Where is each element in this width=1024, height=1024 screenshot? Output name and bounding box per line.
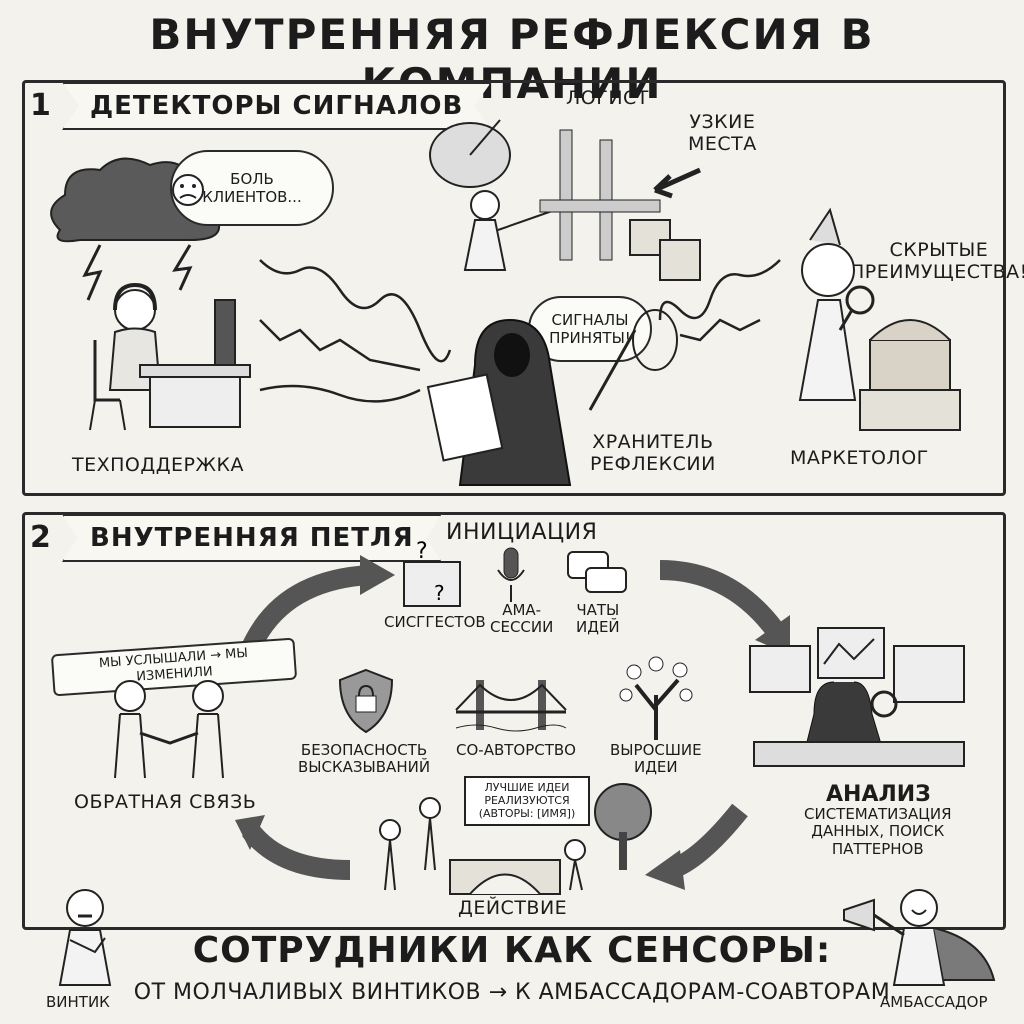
panel-signal-detectors bbox=[22, 80, 1006, 496]
panel-1-heading: ДЕТЕКТОРЫ СИГНАЛОВ bbox=[62, 82, 492, 130]
silent-cog-person-icon bbox=[58, 889, 112, 986]
signal-waves-icon bbox=[259, 259, 781, 403]
logist-label: ЛОГИСТ bbox=[566, 87, 649, 109]
suggests-label: СИСГГЕСТОВ bbox=[384, 613, 486, 631]
svg-text:?: ? bbox=[416, 539, 428, 564]
initiation-label: ИНИЦИАЦИЯ bbox=[446, 520, 598, 545]
ambassador-label: АМБАССАДОР bbox=[880, 993, 988, 1011]
initiation-icons: ? ? bbox=[403, 539, 627, 607]
reflection-keeper-hooded-figure-icon bbox=[426, 309, 678, 486]
footer-subline: ОТ МОЛЧАЛИВЫХ ВИНТИКОВ → К АМБАССАДОРАМ-… bbox=[133, 980, 891, 1005]
safety-label: БЕЗОПАСНОСТЬ ВЫСКАЗЫВАНИЙ bbox=[298, 741, 431, 777]
support-agent-desk-icon bbox=[89, 282, 251, 431]
logist-pipes-scene-icon bbox=[429, 119, 702, 281]
bottlenecks-label: УЗКИЕ МЕСТА bbox=[688, 111, 757, 155]
support-label: ТЕХПОДДЕРЖКА bbox=[72, 454, 244, 476]
pain-thought-bubble: БОЛЬ КЛИЕНТОВ... bbox=[170, 150, 334, 226]
analysis-description: СИСТЕМАТИЗАЦИЯ ДАННЫХ, ПОИСК ПАТТЕРНОВ bbox=[804, 805, 952, 858]
handshake-people-icon bbox=[114, 680, 224, 779]
ama-label: АМА- СЕССИИ bbox=[490, 601, 554, 637]
svg-text:?: ? bbox=[434, 581, 445, 605]
grown-tree-icon bbox=[594, 783, 652, 870]
idea-tree-icon bbox=[619, 656, 693, 740]
keeper-label: ХРАНИТЕЛЬ РЕФЛЕКСИИ bbox=[590, 431, 716, 475]
marketer-treasure-chest-icon bbox=[798, 207, 961, 431]
best-ideas-sign: ЛУЧШИЕ ИДЕИ РЕАЛИЗУЮТСЯ (АВТОРЫ: [ИМЯ]) bbox=[464, 776, 590, 826]
analysis-label: АНАЛИЗ bbox=[826, 782, 931, 807]
footer-headline: СОТРУДНИКИ КАК СЕНСОРЫ: bbox=[192, 930, 832, 971]
cog-label: ВИНТИК bbox=[46, 993, 110, 1011]
panel-2-number: 2 bbox=[30, 520, 51, 555]
bridge-icon bbox=[455, 680, 567, 732]
sad-face-icon bbox=[172, 174, 204, 206]
marketer-label: МАРКЕТОЛОГ bbox=[790, 447, 929, 469]
coauthor-label: СО-АВТОРСТВО bbox=[456, 741, 576, 759]
page-title: ВНУТРЕННЯЯ РЕФЛЕКСИЯ В КОМПАНИИ bbox=[149, 10, 875, 108]
panel-inner-loop bbox=[22, 512, 1006, 930]
analyst-monitors-icon bbox=[749, 627, 965, 767]
shield-lock-icon bbox=[338, 668, 394, 734]
workers-building-bridge-icon bbox=[379, 797, 586, 895]
signals-received-bubble: СИГНАЛЫ ПРИНЯТЫ! bbox=[528, 296, 652, 362]
loop-arrows-icon bbox=[235, 555, 790, 890]
panel-2-heading: ВНУТРЕННЯЯ ПЕТЛЯ bbox=[62, 514, 442, 562]
panel-1-number: 1 bbox=[30, 88, 51, 123]
hidden-advantages-label: СКРЫТЫЕ ПРЕИМУЩЕСТВА! bbox=[850, 239, 1024, 283]
chats-label: ЧАТЫ ИДЕЙ bbox=[576, 601, 620, 637]
action-label: ДЕЙСТВИЕ bbox=[458, 897, 568, 919]
feedback-label: ОБРАТНАЯ СВЯЗЬ bbox=[74, 791, 257, 813]
grown-ideas-label: ВЫРОСШИЕ ИДЕИ bbox=[610, 741, 702, 777]
ambassador-megaphone-icon bbox=[843, 889, 996, 986]
